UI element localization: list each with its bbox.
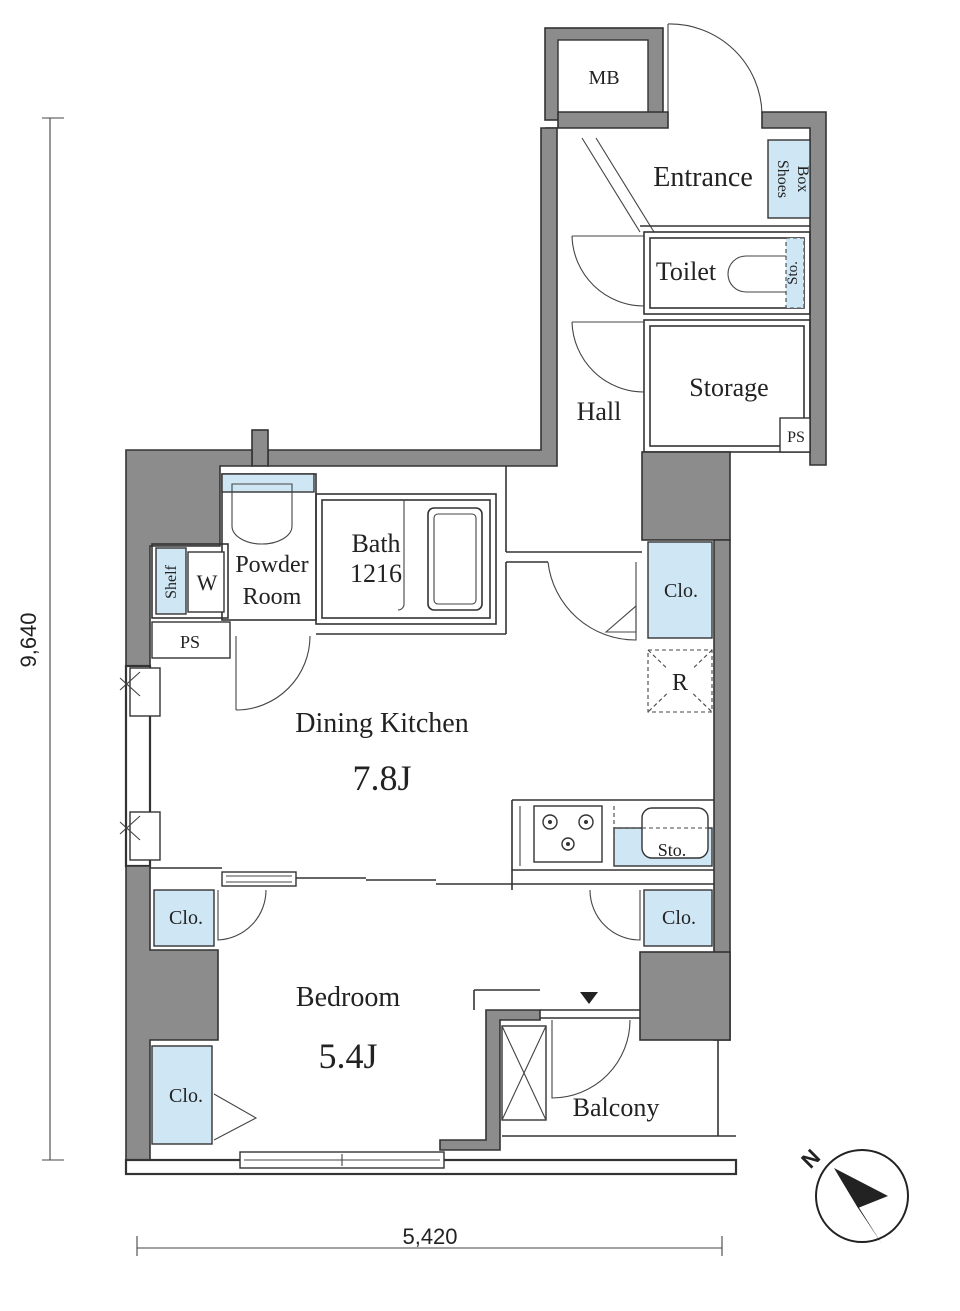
bath-door[interactable] <box>397 500 405 611</box>
structural-pillar <box>641 451 731 541</box>
balcony-door[interactable] <box>551 1019 631 1099</box>
powder-ps-label: PS <box>180 632 200 652</box>
fridge-label: R <box>672 670 688 696</box>
dk-bedroom-partition <box>150 867 714 890</box>
bedroom-closet-right: Clo. <box>643 889 713 947</box>
hall-closet: Clo. <box>647 541 713 639</box>
toilet-door[interactable] <box>571 235 645 307</box>
bedroom-closet-bottom-door[interactable] <box>213 1093 258 1141</box>
left-windows <box>119 667 161 861</box>
dk-partitions <box>316 466 642 635</box>
powder-room: Powder Room <box>221 473 317 621</box>
powder-ps: PS <box>151 621 231 659</box>
height-dimension-label: 9,640 <box>16 612 41 667</box>
compass: N <box>796 1144 909 1244</box>
bedroom-closet-right-label: Clo. <box>662 907 696 929</box>
storage-label: Storage <box>689 373 768 402</box>
shelf-label: Shelf <box>163 564 180 598</box>
washer-label: W <box>197 570 218 595</box>
bedroom-size-label: 5.4J <box>318 1036 377 1076</box>
shoes-box: Shoes Box <box>767 139 811 219</box>
storage-door[interactable] <box>571 321 645 393</box>
hall-door-stop <box>604 604 637 633</box>
toilet-label: Toilet <box>656 257 717 286</box>
dining-kitchen-size-label: 7.8J <box>352 758 411 798</box>
entrance-label: Entrance <box>653 162 753 193</box>
fridge-space: R <box>647 649 713 713</box>
kitchen-storage-label: Sto. <box>658 840 687 860</box>
height-dimension: 9,640 <box>16 117 64 1161</box>
washer-area: Shelf W <box>151 543 229 619</box>
width-dimension-label: 5,420 <box>402 1224 457 1249</box>
bedroom-closet-left-label: Clo. <box>169 907 203 929</box>
wash-basin <box>231 483 293 545</box>
balcony-label: Balcony <box>573 1093 660 1122</box>
width-dimension: 5,420 <box>136 1224 723 1256</box>
sink <box>641 807 709 859</box>
storage-ps-label: PS <box>787 429 805 446</box>
kitchen-counter: Sto. <box>511 799 714 871</box>
shoes-box-label-2: Box <box>794 166 811 193</box>
stove <box>533 805 603 863</box>
bedroom-window <box>239 1151 445 1169</box>
bath-label: Bath <box>351 529 400 558</box>
powder-door[interactable] <box>235 635 311 711</box>
bedroom-closet-bottom-label: Clo. <box>169 1085 203 1107</box>
bedroom-closet-left: Clo. <box>153 889 215 947</box>
storage-room: Storage PS <box>643 319 811 453</box>
bedroom-closet-bottom: Clo. <box>151 1045 213 1145</box>
dining-kitchen-label: Dining Kitchen <box>295 708 468 739</box>
bedroom-label: Bedroom <box>296 982 400 1013</box>
balcony-area: Balcony <box>501 1025 736 1137</box>
hall-closet-label: Clo. <box>664 580 698 602</box>
toilet-storage-label: Sto. <box>785 261 801 285</box>
compass-north-label: N <box>796 1144 825 1173</box>
hall-label: Hall <box>577 397 622 426</box>
meter-box-label: MB <box>588 67 619 89</box>
bedroom-closet-right-door[interactable] <box>589 889 641 941</box>
bedroom-balcony-partition <box>473 989 640 1019</box>
powder-room-label-2: Room <box>243 584 302 610</box>
entrance-area: Entrance <box>581 137 810 233</box>
burner-icon <box>542 814 594 851</box>
bedroom-closet-left-door[interactable] <box>217 889 267 941</box>
entry-marker-icon <box>580 992 598 1004</box>
hall-door[interactable] <box>547 561 637 641</box>
toilet-bowl <box>727 255 786 293</box>
entrance-door[interactable] <box>667 23 763 115</box>
meter-box: MB <box>544 27 664 121</box>
powder-room-label-1: Powder <box>235 552 308 578</box>
structural-pillar-2 <box>639 951 731 1041</box>
bathroom: Bath 1216 <box>315 493 497 625</box>
bath-size-label: 1216 <box>350 559 402 588</box>
shoes-box-label-1: Shoes <box>774 160 791 198</box>
toilet-room: Toilet Sto. <box>643 231 811 315</box>
